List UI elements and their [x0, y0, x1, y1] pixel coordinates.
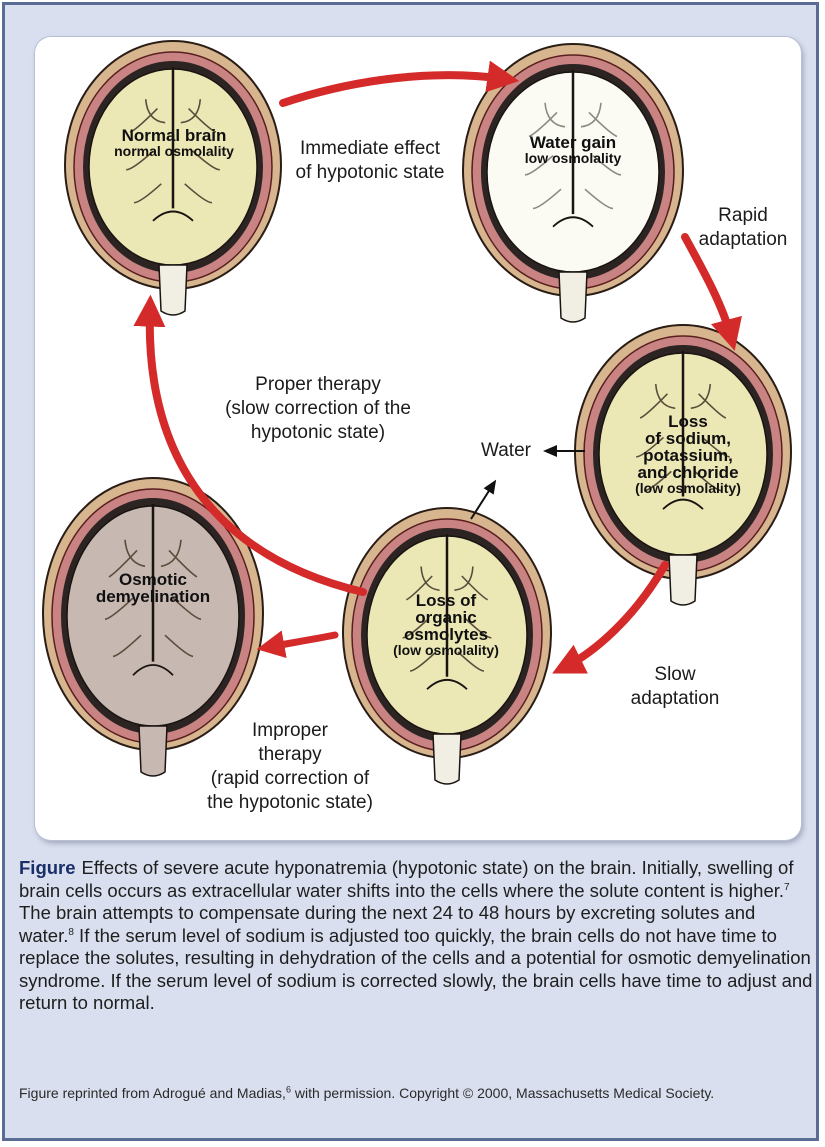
- brain-demyelination-line1: Osmotic: [93, 571, 213, 588]
- label-improper-therapy: Improper therapy (rapid correction of th…: [190, 719, 390, 815]
- brain-illustration-normal: [65, 41, 281, 315]
- caption-ref-1: 7: [784, 881, 790, 892]
- brain-loss-ions-line2: of sodium,: [623, 430, 753, 447]
- arrow-water-up: [471, 483, 494, 519]
- brain-illustration-water-gain: [463, 44, 683, 322]
- brain-label-normal: Normal brain normal osmolality: [99, 127, 249, 159]
- label-slow-adaptation: Slow adaptation: [620, 663, 730, 711]
- brain-normal-sub: normal osmolality: [99, 144, 249, 159]
- label-improper-line1: Improper: [190, 719, 390, 743]
- label-improper-line4: the hypotonic state): [190, 791, 390, 815]
- diagram-panel: Normal brain normal osmolality Water gai…: [35, 37, 801, 840]
- brain-water-gain-sub: low osmolality: [513, 151, 633, 166]
- label-improper-line3: (rapid correction of: [190, 767, 390, 791]
- label-immediate-line1: Immediate effect: [275, 137, 465, 161]
- caption-text-3: If the serum level of sodium is adjusted…: [19, 925, 812, 1014]
- brain-loss-ions-line1: Loss: [623, 413, 753, 430]
- brain-label-water-gain: Water gain low osmolality: [513, 134, 633, 166]
- label-proper-line2: (slow correction of the: [210, 397, 426, 421]
- label-rapid-line2: adaptation: [690, 228, 796, 252]
- credit-text-2: with permission. Copyright © 2000, Massa…: [291, 1085, 714, 1101]
- brain-loss-ions-line3: potassium,: [623, 447, 753, 464]
- label-immediate-effect: Immediate effect of hypotonic state: [275, 137, 465, 185]
- brain-loss-organic-line3: osmolytes: [380, 626, 512, 643]
- label-slow-line1: Slow: [620, 663, 730, 687]
- arrow-rapid-adaptation: [685, 237, 731, 337]
- brain-normal-title: Normal brain: [99, 127, 249, 144]
- arrow-improper-therapy: [269, 635, 335, 647]
- label-rapid-line1: Rapid: [690, 204, 796, 228]
- brain-loss-ions-line4: and chloride: [623, 464, 753, 481]
- label-improper-line2: therapy: [190, 743, 390, 767]
- caption-lead: Figure: [19, 857, 76, 878]
- brain-label-loss-organic: Loss of organic osmolytes (low osmolalit…: [380, 592, 512, 658]
- label-rapid-adaptation: Rapid adaptation: [690, 204, 796, 252]
- arrow-slow-adaptation: [565, 565, 665, 667]
- brain-loss-organic-sub: (low osmolality): [380, 643, 512, 658]
- brain-label-demyelination: Osmotic demyelination: [93, 571, 213, 605]
- figure-credit: Figure reprinted from Adrogué and Madias…: [19, 1083, 809, 1103]
- caption-text-1: Effects of severe acute hyponatremia (hy…: [19, 857, 793, 901]
- brain-water-gain-title: Water gain: [513, 134, 633, 151]
- brain-loss-ions-sub: (low osmolality): [623, 481, 753, 496]
- credit-text-1: Figure reprinted from Adrogué and Madias…: [19, 1085, 286, 1101]
- brain-demyelination-line2: demyelination: [93, 588, 213, 605]
- label-immediate-line2: of hypotonic state: [275, 161, 465, 185]
- label-water: Water: [471, 439, 541, 463]
- label-proper-therapy: Proper therapy (slow correction of the h…: [210, 373, 426, 445]
- label-proper-line1: Proper therapy: [210, 373, 426, 397]
- arrow-immediate-effect: [283, 75, 505, 103]
- brain-label-loss-ions: Loss of sodium, potassium, and chloride …: [623, 413, 753, 496]
- brain-loss-organic-line1: Loss of: [380, 592, 512, 609]
- brain-loss-organic-line2: organic: [380, 609, 512, 626]
- label-proper-line3: hypotonic state): [210, 421, 426, 445]
- label-slow-line2: adaptation: [620, 687, 730, 711]
